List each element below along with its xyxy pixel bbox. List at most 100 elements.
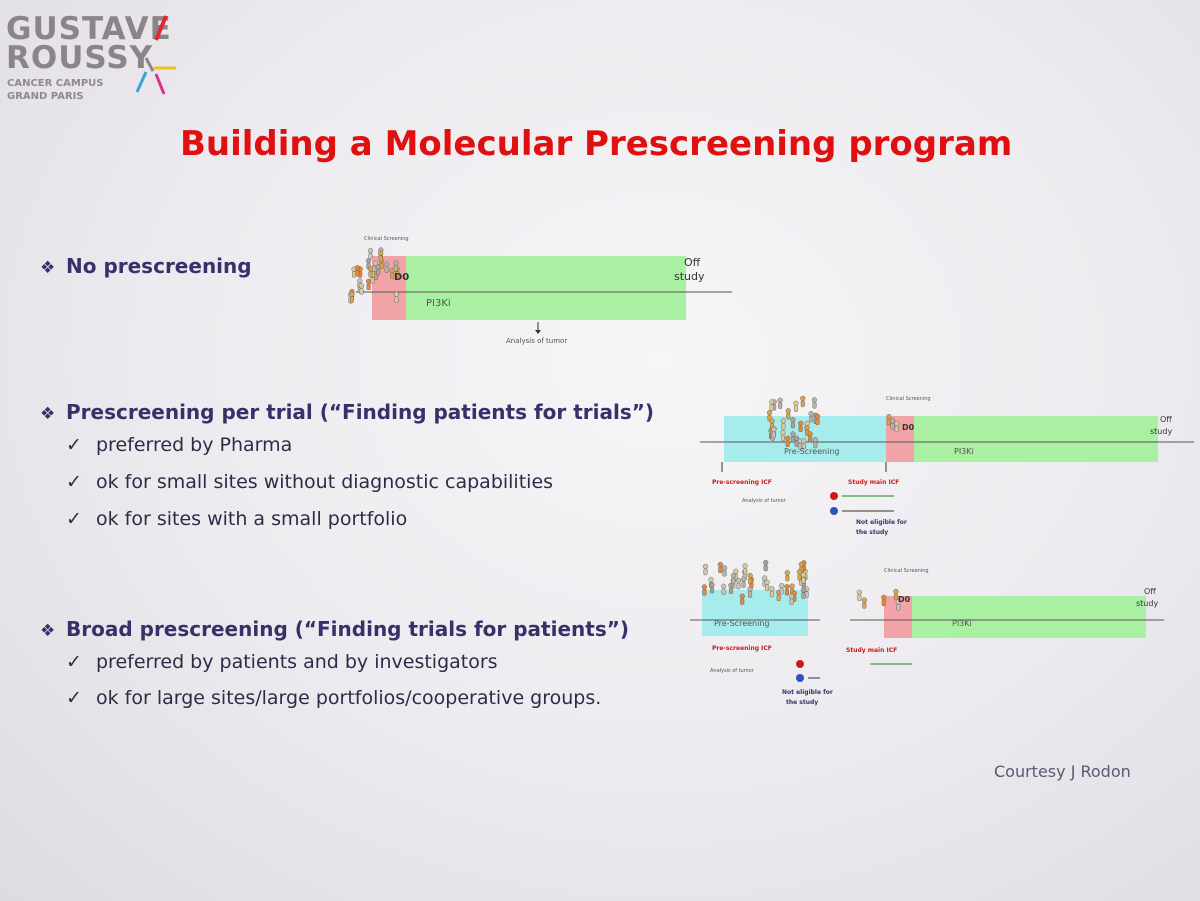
not-eligible-label-1: Not eligible for bbox=[856, 519, 907, 526]
patient-figure bbox=[804, 424, 810, 431]
logo-line1: GUSTAVE bbox=[6, 11, 172, 47]
patient-figure bbox=[394, 296, 399, 303]
courtesy-credit: Courtesy J Rodon bbox=[994, 762, 1131, 781]
patient-figure bbox=[763, 559, 769, 566]
study-label: study bbox=[674, 270, 705, 283]
arrow-down-icon bbox=[535, 330, 541, 334]
sub-item-text: preferred by Pharma bbox=[96, 434, 293, 456]
gustave-roussy-logo: GUSTAVE ROUSSY CANCER CAMPUS GRAND PARIS bbox=[6, 14, 186, 104]
patient-figure bbox=[790, 421, 795, 429]
patient-figure bbox=[776, 594, 781, 602]
patient-figure bbox=[736, 582, 741, 590]
sub-item: ✓ok for small sites without diagnostic c… bbox=[66, 471, 553, 493]
bullet-broad-prescreening: ❖Broad prescreening (“Finding trials for… bbox=[40, 617, 629, 641]
d0-label: D0 bbox=[898, 595, 911, 604]
patient-figure bbox=[735, 578, 742, 584]
patient-figure bbox=[886, 414, 892, 420]
patient-figure bbox=[856, 589, 862, 595]
patient-figure bbox=[355, 270, 360, 277]
patient-figure bbox=[801, 592, 806, 599]
patient-figure bbox=[797, 574, 802, 581]
sub-item-text: ok for small sites without diagnostic ca… bbox=[96, 471, 554, 493]
patient-figure bbox=[895, 599, 901, 605]
patient-figure bbox=[352, 271, 357, 278]
logo-line2: ROUSSY bbox=[6, 40, 154, 76]
sub-item: ✓ ok for large sites/large portfolios/coo… bbox=[66, 687, 601, 709]
patient-figure bbox=[718, 566, 723, 574]
patient-figure bbox=[771, 431, 776, 439]
patient-figure bbox=[800, 572, 806, 578]
patient-figure bbox=[801, 438, 807, 444]
patient-figure bbox=[780, 434, 785, 442]
patient-figure bbox=[741, 581, 746, 588]
patient-figure bbox=[717, 561, 723, 568]
not-eligible-label-2: the study bbox=[856, 529, 888, 536]
drug-label: PI3Ki bbox=[954, 447, 974, 456]
patient-figure bbox=[889, 418, 896, 424]
check-icon: ✓ bbox=[66, 508, 82, 530]
slide-title: Building a Molecular Prescreening progra… bbox=[180, 124, 1013, 164]
study-icf-label: Study main ICF bbox=[846, 647, 897, 654]
sub-item: ✓ preferred by patients and by investigat… bbox=[66, 651, 498, 673]
off-label: Off bbox=[684, 256, 701, 269]
patient-figure bbox=[801, 576, 806, 584]
sub-item-text: ok for sites with a small portfolio bbox=[96, 508, 408, 530]
logo-sub1: CANCER CAMPUS bbox=[7, 78, 104, 89]
patient-figure bbox=[857, 594, 862, 601]
patient-figure bbox=[785, 574, 790, 582]
negative-icon bbox=[796, 674, 804, 682]
patient-figure bbox=[764, 579, 770, 585]
patient-figure bbox=[765, 584, 770, 591]
patient-figure bbox=[793, 400, 799, 406]
patient-figure bbox=[702, 563, 709, 570]
patient-figure bbox=[790, 431, 796, 437]
patient-figure bbox=[728, 582, 734, 588]
patient-figure bbox=[790, 436, 795, 443]
patient-figure bbox=[367, 248, 374, 254]
patient-figure bbox=[812, 437, 818, 443]
patient-figure bbox=[376, 269, 381, 276]
patient-figure bbox=[771, 426, 777, 433]
patient-figure bbox=[354, 265, 361, 271]
patient-figure bbox=[893, 588, 899, 595]
patient-figure bbox=[709, 582, 715, 588]
patient-figure bbox=[769, 404, 774, 411]
patient-figure bbox=[861, 597, 867, 603]
positive-icon bbox=[830, 492, 838, 500]
patient-figure bbox=[788, 593, 795, 599]
off-label: Off bbox=[1160, 415, 1172, 424]
patient-figure bbox=[786, 412, 791, 420]
clinical-screening-label: Clinical Screening bbox=[364, 236, 409, 242]
check-icon: ✓ bbox=[66, 651, 82, 673]
diagram-prescreening-per-trial: Clinical Screening Pre-Screening D0 Off … bbox=[700, 395, 1194, 536]
patient-figure bbox=[894, 420, 900, 427]
patient-figure bbox=[733, 568, 739, 574]
patient-figure bbox=[721, 588, 726, 595]
analysis-label: Analysis of tumor bbox=[710, 668, 755, 674]
study-label: study bbox=[1136, 599, 1158, 608]
patient-figure bbox=[784, 584, 790, 590]
patient-figure bbox=[785, 435, 791, 441]
sub-item-text: preferred by patients and by investigato… bbox=[96, 651, 498, 673]
patient-figure bbox=[766, 409, 773, 416]
patient-figure bbox=[370, 277, 375, 284]
patient-figure bbox=[384, 261, 390, 267]
patient-figure bbox=[779, 583, 785, 589]
patient-figure bbox=[881, 594, 887, 600]
d0-label: D0 bbox=[902, 423, 915, 432]
patient-figure bbox=[731, 577, 736, 585]
patient-figure bbox=[804, 591, 809, 598]
patient-figure bbox=[814, 413, 821, 419]
check-icon: ✓ bbox=[66, 687, 82, 709]
patient-figure bbox=[769, 586, 775, 592]
patient-figure bbox=[811, 397, 818, 403]
sub-item-text: ok for large sites/large portfolios/coop… bbox=[96, 687, 602, 709]
patient-figure bbox=[789, 583, 795, 589]
patient-figure bbox=[790, 417, 796, 423]
d0-label: D0 bbox=[394, 272, 409, 283]
patient-figure bbox=[881, 599, 886, 606]
patient-figure bbox=[798, 561, 804, 568]
patients-icon bbox=[701, 559, 901, 611]
patient-figure bbox=[894, 425, 899, 433]
patient-figure bbox=[812, 402, 817, 409]
